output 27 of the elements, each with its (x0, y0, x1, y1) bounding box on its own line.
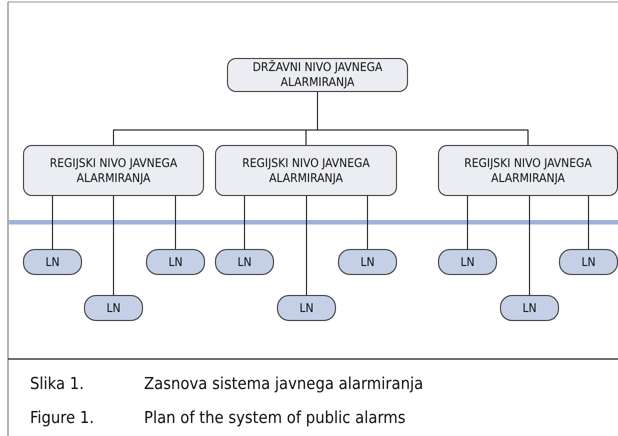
connector-line (367, 196, 368, 250)
connector-line (588, 196, 589, 250)
local-node-box: LN (559, 249, 618, 275)
connector-line (306, 196, 307, 296)
local-node-box: LN (146, 249, 205, 275)
local-node-box: LN (338, 249, 397, 275)
connector-line (52, 196, 53, 250)
level-box: REGIJSKI NIVO JAVNEGA ALARMIRANJA (23, 145, 204, 196)
level-box: REGIJSKI NIVO JAVNEGA ALARMIRANJA (438, 145, 618, 196)
connector-line (317, 92, 528, 146)
connector-line (467, 196, 468, 250)
level-box: DRŽAVNI NIVO JAVNEGA ALARMIRANJA (227, 58, 408, 92)
local-node-box: LN (438, 249, 497, 275)
connector-line (244, 196, 245, 250)
local-node-box: LN (84, 295, 143, 321)
local-node-box: LN (23, 249, 82, 275)
figure-number: Slika 1. (30, 374, 84, 393)
caption-text: Zasnova sistema javnega alarmiranja (144, 374, 424, 393)
level-box: REGIJSKI NIVO JAVNEGA ALARMIRANJA (215, 145, 397, 196)
caption-text: Plan of the system of public alarms (144, 408, 406, 427)
connector-line (113, 196, 114, 296)
connector-line (175, 196, 176, 250)
figure-number: Figure 1. (30, 408, 94, 427)
connector-line (529, 196, 530, 296)
local-node-box: LN (277, 295, 336, 321)
local-node-box: LN (500, 295, 559, 321)
local-node-box: LN (215, 249, 274, 275)
